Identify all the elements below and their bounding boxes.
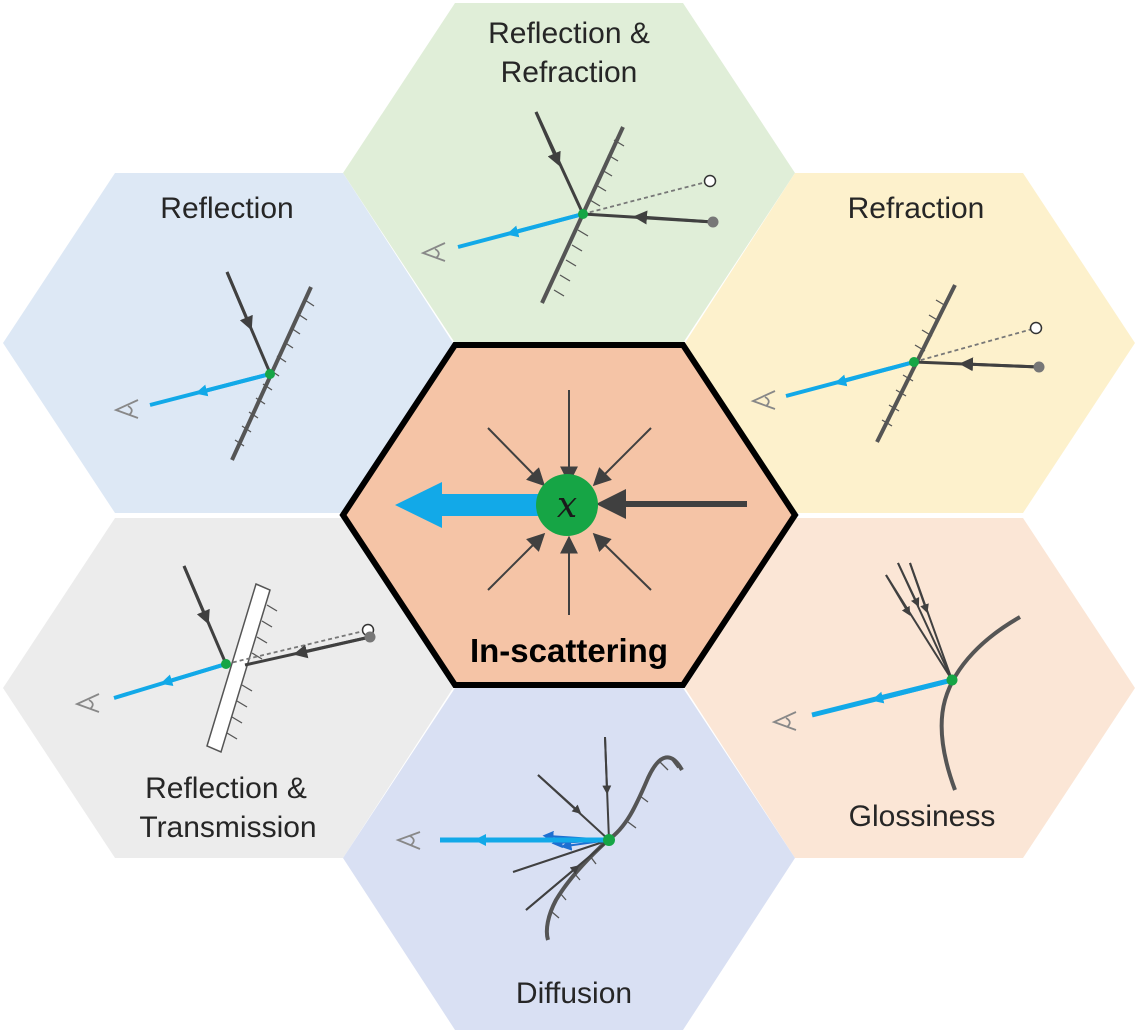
label-reflection-transmission-line1: Reflection & (145, 772, 307, 805)
scatter-point (221, 659, 231, 669)
reflection-refraction-diagram (420, 111, 719, 304)
label-in-scattering: In-scattering (470, 632, 668, 669)
label-refraction: Refraction (848, 192, 985, 225)
scatter-point (578, 209, 588, 219)
refraction-diagram (750, 284, 1045, 443)
eye-icon (395, 831, 421, 850)
outgoing-ray-arrow (506, 212, 584, 238)
transmitted-ray-arrow (293, 635, 371, 659)
refracted-ray-arrow (633, 210, 714, 225)
source-point (1033, 361, 1045, 373)
label-reflection-refraction-line2: Refraction (501, 56, 638, 89)
virtual-ray-dotted (913, 327, 1037, 363)
eye-icon (113, 399, 139, 419)
incident-ray-arrow (225, 271, 253, 331)
scatter-point (603, 834, 615, 846)
outgoing-ray-arrow (871, 677, 953, 704)
glossiness-diagram (771, 562, 1021, 791)
incoming-rays (512, 736, 612, 911)
tile-diffusion-bg (343, 688, 795, 1030)
surface-hatching (226, 604, 278, 740)
incoming-rays (487, 390, 652, 615)
scatter-point (946, 674, 958, 686)
refracted-ray-arrow (959, 357, 1040, 372)
incident-ray-arrow (182, 565, 210, 625)
outgoing-radiance-shaft (440, 494, 540, 516)
label-diffusion: Diffusion (516, 977, 632, 1010)
outgoing-ray-arrow (160, 662, 227, 687)
diffusion-diagram (395, 736, 684, 941)
label-reflection-refraction-line1: Reflection & (488, 17, 650, 50)
transmissive-slab (206, 582, 271, 754)
outgoing-radiance-arrowhead (395, 482, 442, 528)
eye-icon (74, 693, 100, 713)
incident-ray-arrow (534, 111, 561, 167)
eye-icon (750, 390, 776, 410)
source-point (364, 631, 376, 643)
tile-reflection-bg (3, 173, 453, 513)
incident-rays-cluster (885, 562, 953, 681)
virtual-source-point (703, 174, 717, 188)
point-symbol-x: x (557, 485, 577, 526)
outgoing-ray-arrow (195, 372, 271, 397)
tile-refraction-bg (685, 173, 1135, 513)
label-reflection-transmission-line2: Transmission (139, 811, 316, 844)
curved-surface (939, 615, 1021, 791)
source-point (707, 216, 719, 228)
transmitted-ray-dotted (582, 180, 711, 215)
outgoing-ray-arrow (834, 360, 915, 387)
reflection-transmission-diagram (74, 565, 376, 754)
tile-reflection-refraction-bg (343, 3, 795, 343)
label-reflection: Reflection (160, 192, 293, 225)
eye-icon (771, 711, 797, 731)
scatter-point (909, 357, 919, 367)
scatter-point-x (536, 474, 598, 536)
virtual-source-point (1029, 321, 1043, 335)
reflection-diagram (113, 271, 315, 461)
scatter-point (265, 369, 275, 379)
eye-icon (420, 242, 446, 262)
label-glossiness: Glossiness (849, 800, 996, 833)
in-scattering-diagram-center: x (395, 390, 747, 615)
